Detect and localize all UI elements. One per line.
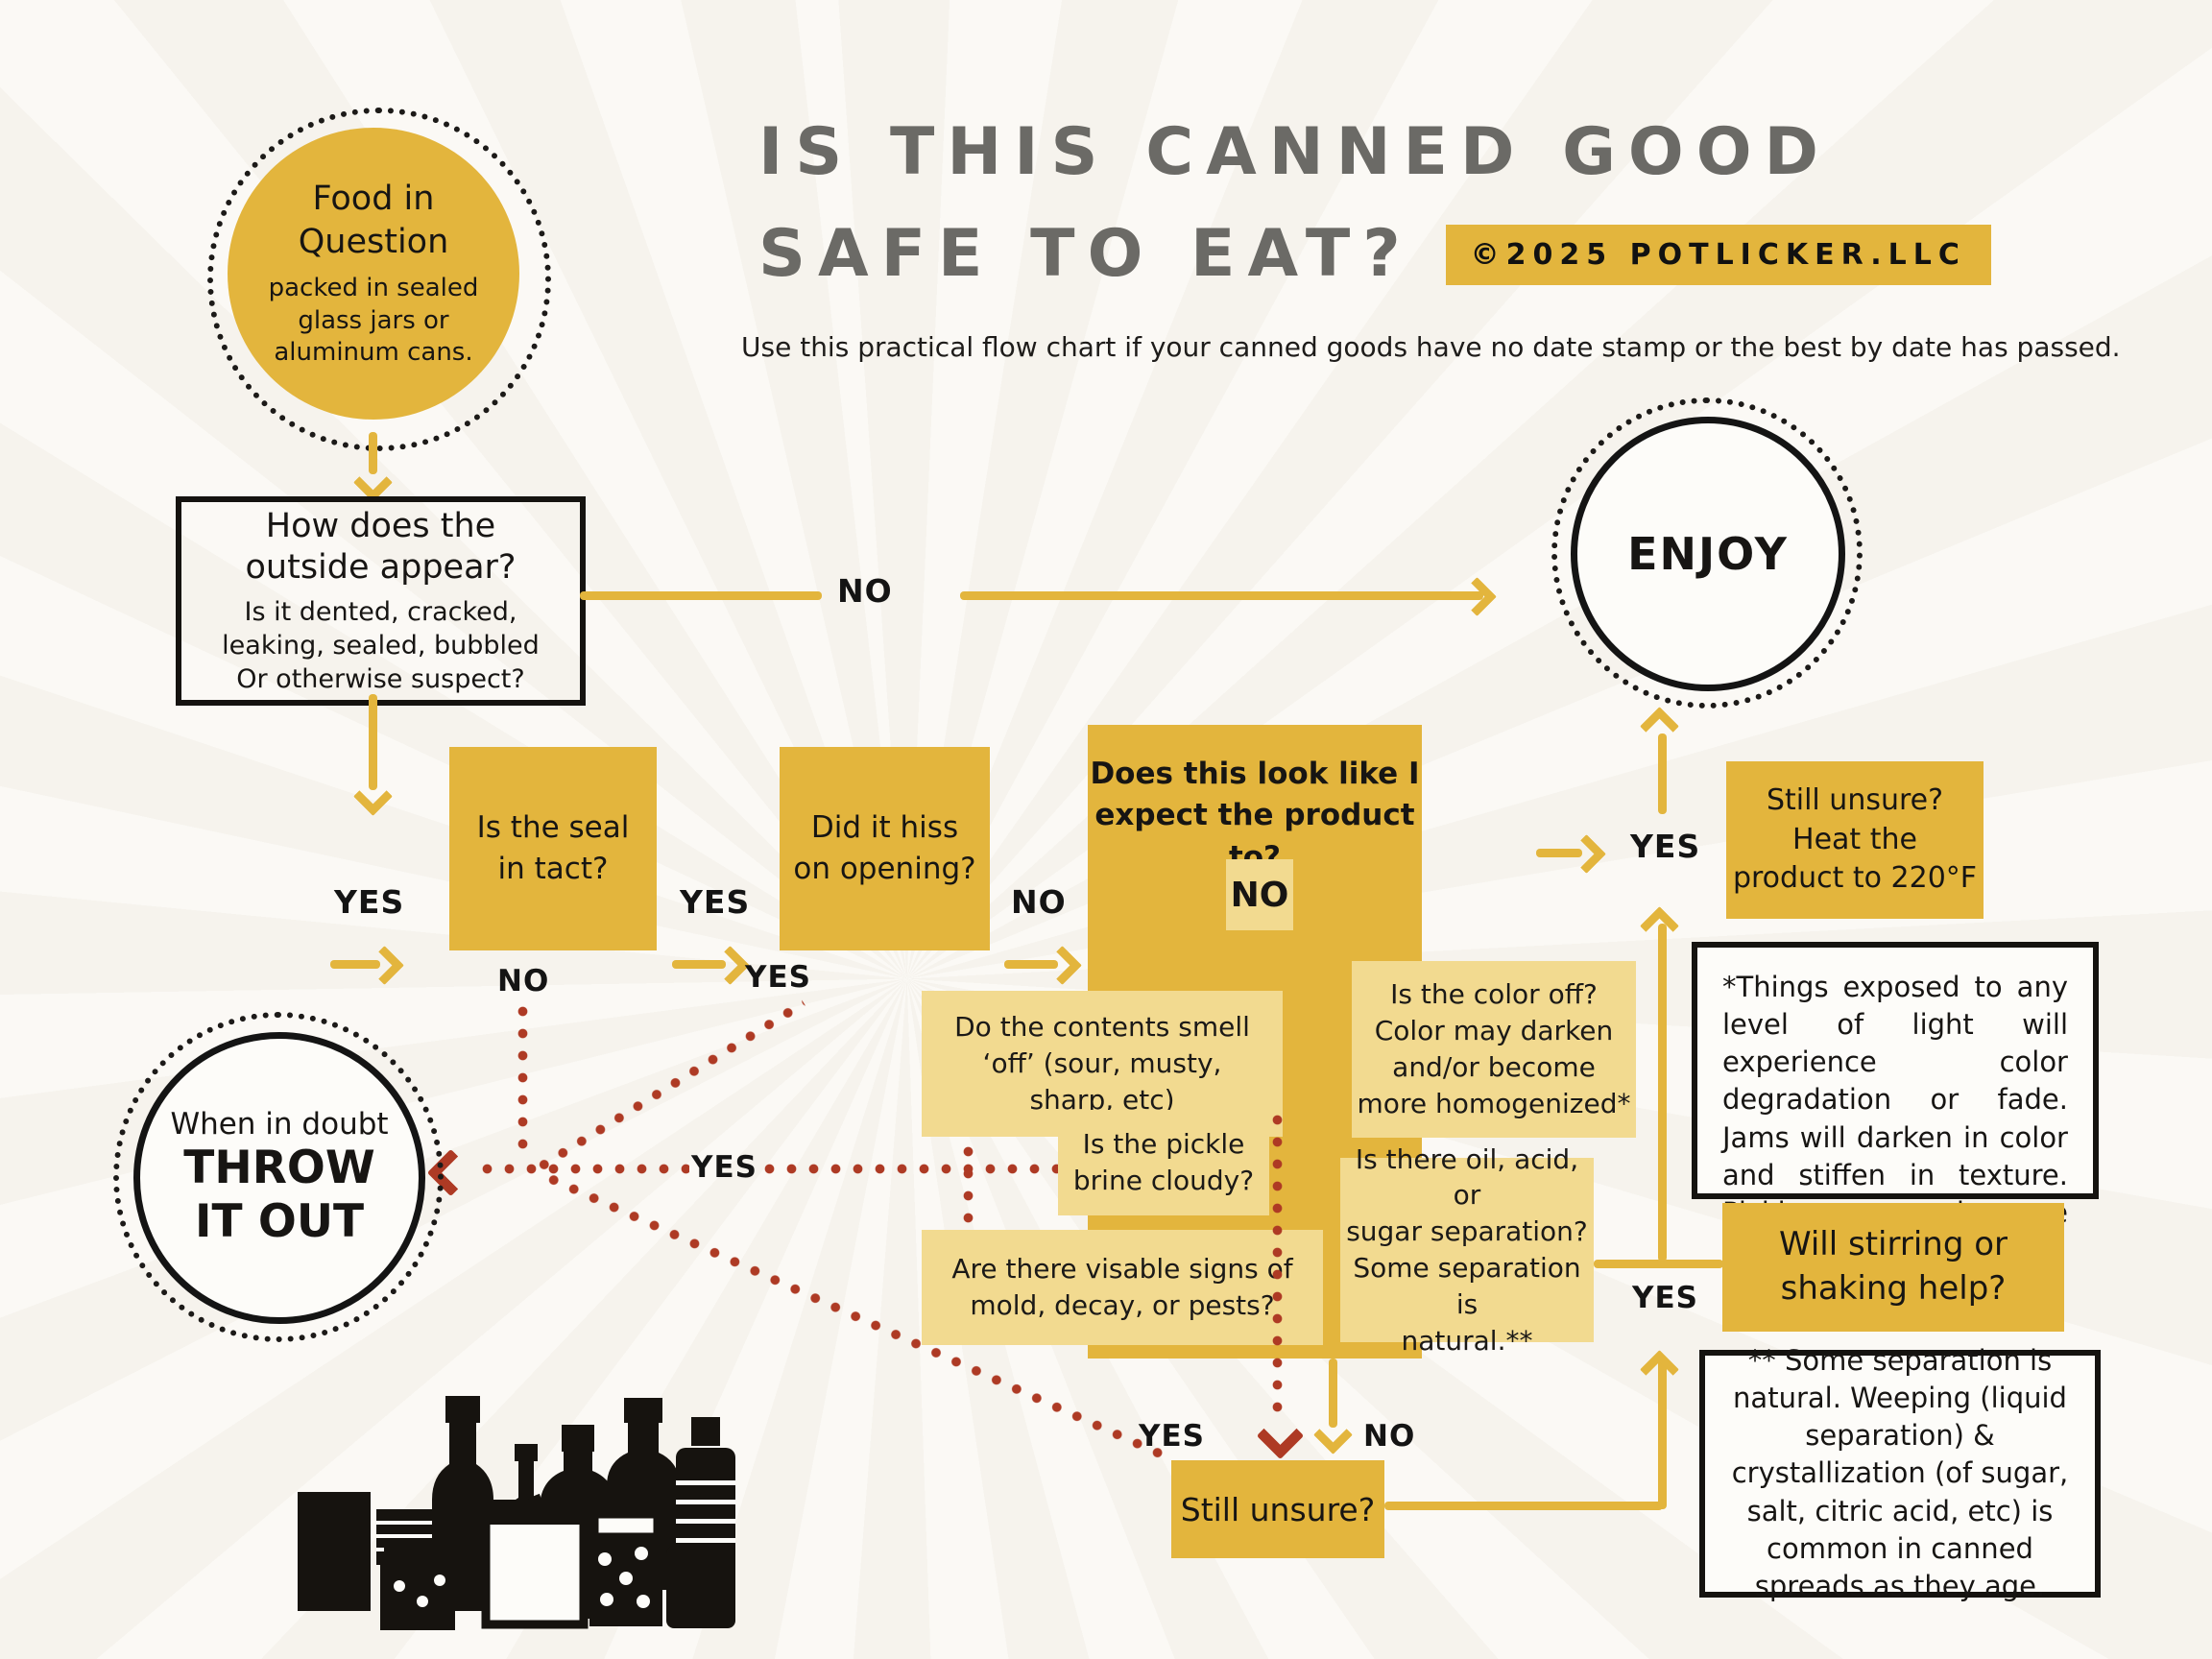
edge-outside-seal-head bbox=[352, 776, 394, 817]
outside-appearance-node: How does the outside appear? Is it dente… bbox=[176, 496, 586, 706]
edge-stillunsure-stir-vline bbox=[1658, 1359, 1667, 1509]
mold-node: Are there visable signs of mold, decay, … bbox=[922, 1230, 1323, 1345]
throw-out-line1: THROW bbox=[183, 1141, 375, 1194]
edge-outside-enjoy-label: NO bbox=[837, 572, 893, 610]
edge-heat-enjoy-line bbox=[1658, 733, 1667, 814]
edge-expect-stillunsure-line bbox=[1329, 1358, 1337, 1428]
edge-stillunsure-stir-hline bbox=[1384, 1502, 1663, 1510]
edge-to-seal-arrow-head bbox=[364, 945, 405, 986]
note-light-degradation: *Things exposed to any level of light wi… bbox=[1692, 942, 2099, 1266]
edge-expect-heat-head bbox=[1566, 833, 1607, 875]
edge-hiss-yes-label: YES bbox=[745, 960, 811, 995]
still-unsure-text: Still unsure? bbox=[1180, 1490, 1376, 1528]
edge-outside-enjoy-stub bbox=[580, 591, 822, 600]
edge-oil-stir-yes-label: YES bbox=[1632, 1281, 1698, 1315]
throw-out-node: When in doubt THROW IT OUT bbox=[133, 1032, 425, 1324]
heat-node: Still unsure? Heat the product to 220°F bbox=[1726, 761, 1984, 919]
edge-outside-enjoy-head bbox=[1456, 576, 1498, 617]
oil-separation-node: Is there oil, acid, or sugar separation?… bbox=[1340, 1143, 1594, 1357]
oil-separation-text: Is there oil, acid, or sugar separation?… bbox=[1346, 1142, 1588, 1357]
throw-out-line2: IT OUT bbox=[194, 1195, 365, 1248]
edge-stillunsure-stir-head bbox=[1639, 1349, 1680, 1390]
edge-expect-stillunsure-head bbox=[1312, 1414, 1354, 1455]
edge-hiss-expect-label: NO bbox=[1011, 883, 1067, 921]
outside-appearance-title: How does the outside appear? bbox=[245, 506, 517, 588]
food-in-question-node: Food in Question packed in sealed glass … bbox=[228, 128, 519, 420]
edge-stillunsure-yes-arrow-head bbox=[1256, 1411, 1305, 1460]
edge-oil-stir-line bbox=[1594, 1260, 1723, 1268]
jars-illustration bbox=[298, 1396, 735, 1630]
edge-stir-heat-head bbox=[1639, 905, 1680, 947]
edge-to-seal-arrow-line bbox=[330, 960, 380, 969]
edge-seal-hiss-label: YES bbox=[680, 883, 751, 921]
enjoy-text: ENJOY bbox=[1627, 528, 1789, 580]
page-title-line2: SAFE TO EAT? bbox=[758, 216, 1413, 292]
edge-stillunsure-yes-label: YES bbox=[1139, 1419, 1205, 1454]
edge-outside-enjoy-line bbox=[960, 591, 1483, 600]
smell-text: Do the contents smell ‘off’ (sour, musty… bbox=[954, 1011, 1250, 1116]
edge-seal-no-dotted-line bbox=[517, 1000, 528, 1159]
note-separation: ** Some separation is natural. Weeping (… bbox=[1699, 1344, 2101, 1602]
copyright-badge: ©2025 POTLICKER.LLC bbox=[1445, 224, 1991, 285]
edge-stir-heat-vline bbox=[1658, 924, 1667, 1262]
heat-text: Still unsure? Heat the product to 220°F bbox=[1732, 783, 1978, 896]
edge-seal-hiss-line bbox=[672, 960, 726, 969]
enjoy-dotted-ring bbox=[1551, 397, 1863, 709]
edge-throwout-dotted-line-a bbox=[476, 1164, 689, 1174]
enjoy-node: ENJOY bbox=[1571, 417, 1845, 691]
throw-out-dotted-ring bbox=[113, 1012, 444, 1342]
seal-intact-text: Is the seal in tact? bbox=[476, 809, 630, 886]
note-separation-text: ** Some separation is natural. Weeping (… bbox=[1731, 1344, 2069, 1602]
edge-heat-enjoy-head bbox=[1639, 706, 1680, 747]
edge-center-dotted-line bbox=[1272, 1109, 1283, 1416]
expect-no-tag-text: NO bbox=[1230, 875, 1289, 915]
edge-to-seal-yes-label: YES bbox=[334, 883, 405, 921]
hiss-node: Did it hiss on opening? bbox=[780, 747, 990, 950]
throw-out-pre-text: When in doubt bbox=[170, 1106, 389, 1142]
edge-pickle-yes-label: YES bbox=[691, 1150, 757, 1185]
color-off-text: Is the color off? Color may darken and/o… bbox=[1357, 978, 1631, 1119]
edge-smell-mold-dotted-line bbox=[963, 1141, 974, 1229]
edge-expect-heat-line bbox=[1536, 849, 1582, 857]
arrow-food-to-outside-line bbox=[369, 432, 377, 474]
hiss-text: Did it hiss on opening? bbox=[793, 809, 976, 886]
edge-expect-heat-yes-label: YES bbox=[1630, 828, 1701, 865]
edge-seal-hiss-head bbox=[709, 945, 751, 986]
mold-text: Are there visable signs of mold, decay, … bbox=[951, 1253, 1292, 1321]
food-in-question-dotted-ring bbox=[207, 108, 551, 451]
edge-throwout-dotted-line-b bbox=[758, 1164, 1058, 1174]
edge-outside-seal-line bbox=[369, 694, 377, 790]
page-subtitle: Use this practical flow chart if your ca… bbox=[741, 331, 2121, 363]
edge-hiss-yes-dotted-line bbox=[532, 998, 807, 1175]
food-in-question-body: packed in sealed glass jars or aluminum … bbox=[268, 273, 479, 368]
pickle-brine-node: Is the pickle brine cloudy? bbox=[1058, 1110, 1269, 1215]
edge-hiss-expect-head bbox=[1042, 945, 1083, 986]
edge-hiss-expect-line bbox=[1004, 960, 1058, 969]
color-off-node: Is the color off? Color may darken and/o… bbox=[1352, 961, 1636, 1138]
outside-appearance-body: Is it dented, cracked, leaking, sealed, … bbox=[222, 597, 540, 695]
expect-no-tag: NO bbox=[1226, 859, 1293, 930]
seal-intact-node: Is the seal in tact? bbox=[449, 747, 657, 950]
stir-text: Will stirring or shaking help? bbox=[1778, 1225, 2008, 1308]
food-in-question-title: Food in Question bbox=[298, 179, 449, 262]
page-title-line1: IS THIS CANNED GOOD bbox=[758, 114, 1831, 190]
edge-seal-no-label: NO bbox=[497, 964, 550, 998]
still-unsure-node: Still unsure? bbox=[1171, 1460, 1384, 1558]
pickle-brine-text: Is the pickle brine cloudy? bbox=[1072, 1128, 1255, 1196]
edge-stillunsure-no-label: NO bbox=[1363, 1419, 1416, 1454]
stir-node: Will stirring or shaking help? bbox=[1722, 1203, 2064, 1332]
expect-text: Does this look like I expect the product… bbox=[1090, 757, 1420, 875]
